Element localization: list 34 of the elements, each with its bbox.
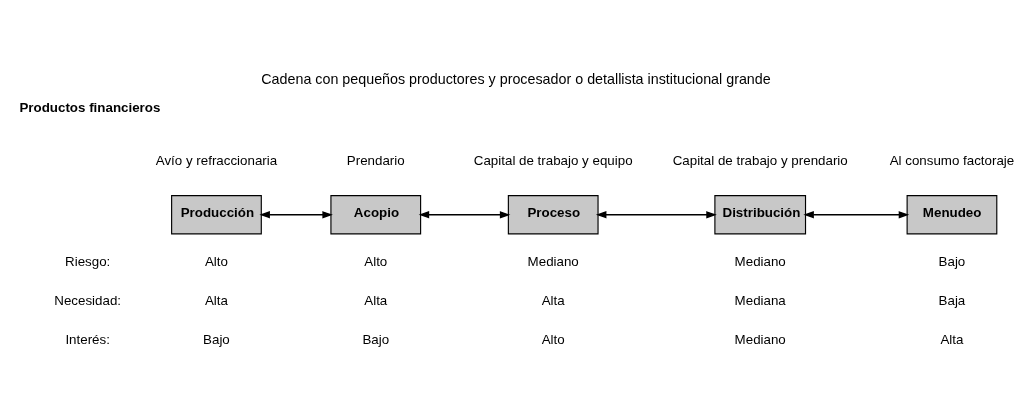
label: Alta — [541, 292, 565, 308]
label: Mediano — [527, 253, 579, 269]
label: Baja — [938, 292, 966, 308]
arrow — [259, 211, 333, 219]
node-label: Avío y refraccionaria — [155, 152, 278, 168]
label: Alto — [204, 253, 228, 269]
label: Necesidad: — [54, 292, 122, 308]
node-box: Acopio — [330, 195, 422, 235]
arrow — [595, 211, 717, 219]
label: Alta — [364, 292, 388, 308]
node-box: Distribución — [714, 195, 807, 235]
label: Alto — [364, 253, 388, 269]
node-label: Capital de trabajo y prendario — [672, 152, 848, 168]
arrow — [803, 211, 910, 219]
label: Bajo — [362, 331, 390, 347]
label: Alta — [940, 331, 964, 347]
node-box: Producción — [171, 195, 262, 235]
node-box: Proceso — [507, 195, 599, 235]
label: Mediano — [734, 331, 786, 347]
label: Bajo — [938, 253, 966, 269]
diagram-title: Cadena con pequeños productores y procesador o detallista institucional grande — [261, 71, 771, 88]
node-label: Al consumo factoraje — [889, 152, 1015, 168]
node-box: Menudeo — [906, 195, 998, 235]
label: Interés: — [65, 331, 110, 347]
node-label: Prendario — [346, 152, 405, 168]
label: Mediano — [734, 253, 786, 269]
arrow — [418, 211, 511, 219]
label: Alto — [541, 331, 565, 347]
label: Mediana — [734, 292, 786, 308]
label: Bajo — [203, 331, 230, 347]
label: Riesgo: — [65, 253, 111, 269]
node-label: Capital de trabajo y equipo — [473, 152, 633, 168]
label: Productos financieros — [19, 100, 161, 116]
label: Alta — [204, 292, 228, 308]
